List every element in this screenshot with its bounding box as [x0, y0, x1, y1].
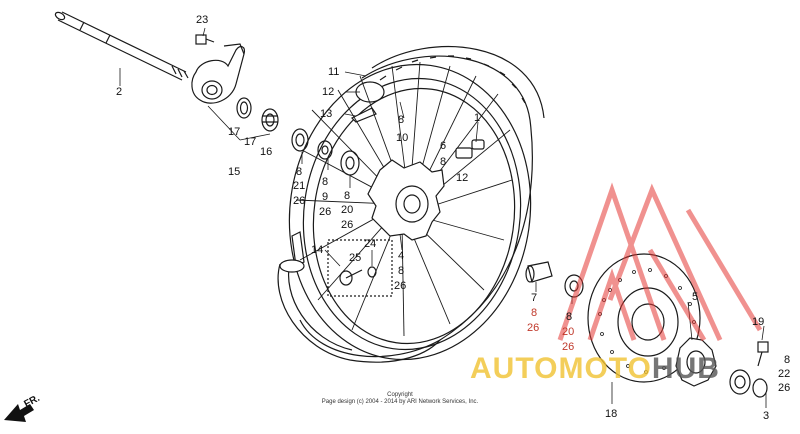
- callout-17a: 17: [228, 126, 241, 138]
- callout-15: 15: [228, 166, 241, 178]
- spoke-nipple: [455, 139, 485, 159]
- callout-16: 16: [260, 146, 273, 158]
- callout-26a: 26: [293, 195, 306, 207]
- leader-lines: [119, 27, 767, 408]
- callout-26f: 26: [562, 341, 575, 353]
- callout-11: 11: [328, 66, 340, 78]
- rim-band: [277, 261, 441, 363]
- copyright-title: Copyright: [387, 392, 413, 398]
- callout-8c: 8: [296, 166, 303, 178]
- bearing-spacer: [729, 369, 768, 398]
- callout-19: 19: [752, 316, 765, 328]
- rim-lock: [279, 231, 305, 273]
- callout-3: 3: [763, 410, 770, 422]
- callout-20a: 20: [341, 204, 354, 216]
- callout-8i: 8: [784, 354, 791, 366]
- watermark-text-part1: AUTOMOTO: [470, 352, 652, 385]
- disc-carrier: [675, 337, 717, 387]
- callout-5: 5: [692, 291, 699, 303]
- wheel-rim: [288, 63, 532, 361]
- callout-8a: 8: [398, 114, 405, 126]
- callout-1: 1: [474, 112, 481, 124]
- callout-18: 18: [605, 408, 618, 420]
- callout-7: 7: [531, 292, 538, 304]
- callout-17b: 17: [244, 136, 257, 148]
- callout-8f: 8: [398, 265, 405, 277]
- callout-26d: 26: [394, 280, 407, 292]
- callout-26c: 26: [341, 219, 354, 231]
- bearing-center: [340, 150, 360, 176]
- bearing-left: [291, 128, 309, 152]
- callout-24: 24: [364, 238, 377, 250]
- copyright-notice: Copyright Page design (c) 2004 - 2014 by…: [300, 392, 500, 406]
- callout-26b: 26: [319, 206, 332, 218]
- callout-22: 22: [778, 368, 791, 380]
- oil-seal-17: [236, 97, 252, 119]
- callout-2: 2: [116, 86, 123, 98]
- oil-seal-16: [261, 108, 279, 132]
- callout-9: 9: [322, 191, 329, 203]
- callout-8b: 8: [440, 156, 447, 168]
- callout-8d: 8: [322, 176, 329, 188]
- callout-12a: 12: [322, 86, 335, 98]
- callout-10: 10: [396, 132, 409, 144]
- callout-4: 4: [398, 250, 405, 262]
- callout-12b: 12: [456, 172, 469, 184]
- callout-26e: 26: [527, 322, 540, 334]
- callout-14: 14: [311, 244, 324, 256]
- callout-21: 21: [293, 180, 306, 192]
- disc-bolt: [757, 341, 769, 367]
- watermark-logo: [557, 182, 763, 342]
- copyright-text: Page design (c) 2004 - 2014 by ARI Netwo…: [321, 399, 479, 405]
- callout-8e: 8: [344, 190, 351, 202]
- callout-25: 25: [349, 252, 362, 264]
- wheel-hub: [367, 159, 445, 241]
- callout-26g: 26: [778, 382, 791, 394]
- collar: [525, 261, 553, 283]
- front-direction-arrow: [4, 404, 34, 422]
- watermark-text-part2: HUB: [651, 352, 720, 385]
- callout-23: 23: [196, 14, 209, 26]
- tire: [299, 45, 545, 358]
- watermark-text: AUTOMOTOHUB: [470, 352, 720, 386]
- callout-6: 6: [440, 140, 447, 152]
- axle-shaft: [54, 11, 189, 81]
- callout-8h: 8: [566, 311, 573, 323]
- callout-20b: 20: [562, 326, 575, 338]
- callout-13: 13: [320, 108, 333, 120]
- valve-parts-box: [327, 239, 393, 297]
- speedometer-gearbox: [191, 43, 245, 104]
- callout-8g: 8: [531, 307, 538, 319]
- pinch-bolt: [195, 34, 215, 45]
